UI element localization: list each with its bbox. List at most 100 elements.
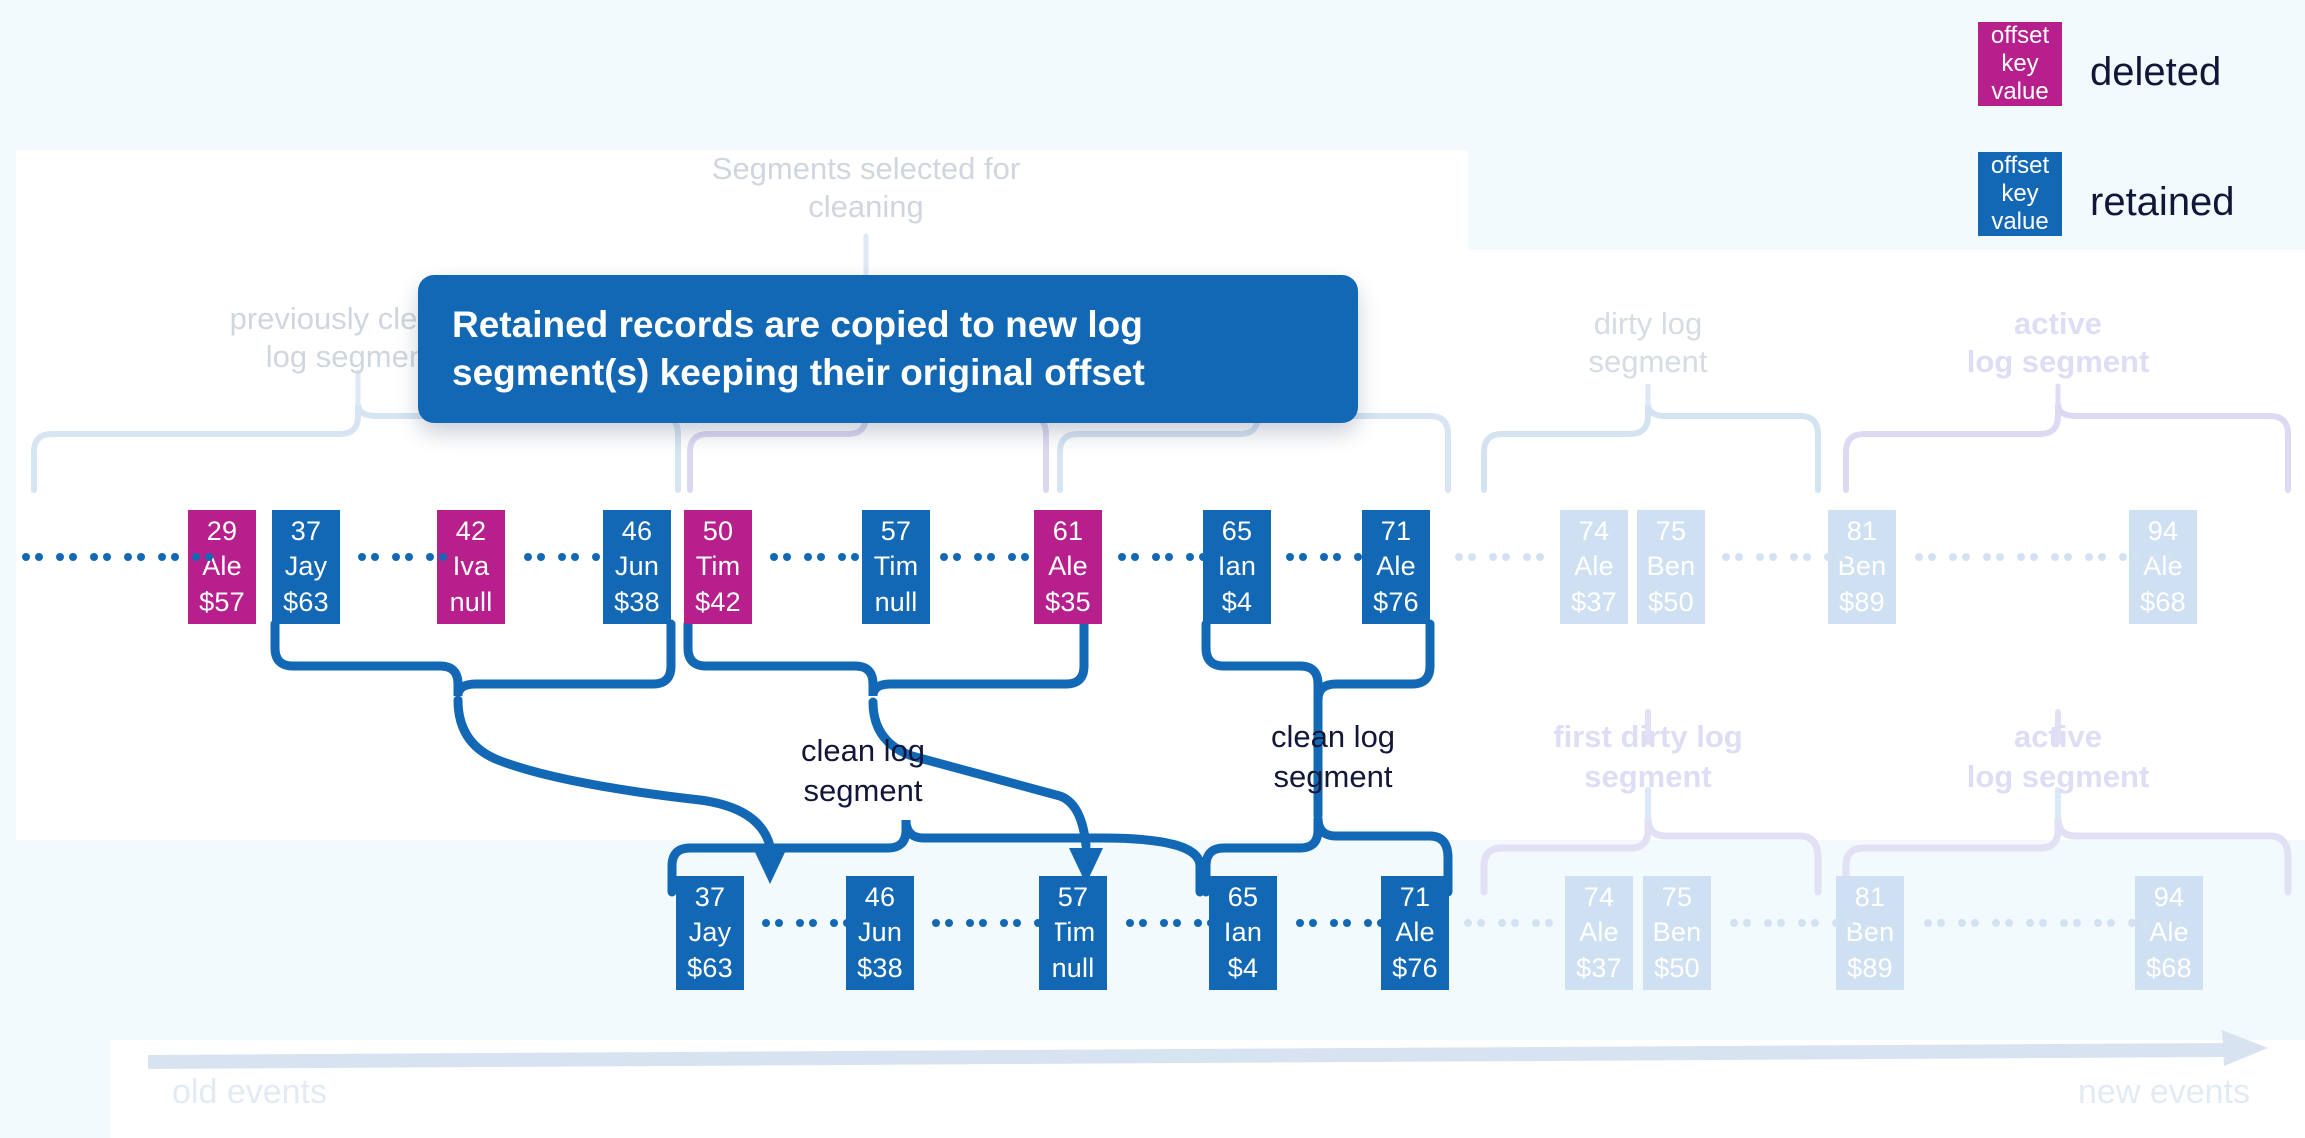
label-old-events: old events [172,1073,327,1111]
record-value: $89 [1839,586,1885,617]
record-value: $50 [1654,952,1700,983]
record-key: Ben [1646,551,1696,582]
legend-swatch-line-0: offset [1990,22,2050,50]
record-value: $68 [2140,586,2186,617]
record-value: $37 [1571,586,1617,617]
label-clean-log-2-line1: clean log [1270,719,1396,754]
label-active-log-top-line1: active [2014,306,2102,341]
record-offset: 74 [1583,882,1615,913]
record-key: Ian [1217,551,1257,582]
label-clean-log-1-line2: segment [803,773,923,808]
record-offset: 81 [1854,882,1886,913]
record-key: Tim [695,551,741,582]
legend-swatch-line-0: offset [1990,152,2050,180]
label-clean-log-1-line1: clean log [800,733,926,768]
timeline-arrow [147,1030,2268,1069]
record-offset: 46 [864,882,896,913]
ellipsis-dots [1722,552,1858,562]
label-first-dirty-line2: segment [1584,759,1712,794]
label-clean-log-2-line2: segment [1273,759,1393,794]
record-offset: 74 [1578,516,1610,547]
ellipsis-dots [1455,552,1557,562]
ellipsis-dots [1296,918,1398,928]
record-offset: 29 [206,516,238,547]
record-offset: 71 [1399,882,1431,913]
label-dirty-log-line1: dirty log [1593,306,1703,341]
label-segments-selected: Segments selected for cleaning [711,151,1021,224]
record-value: $42 [695,586,741,617]
record-key: Ben [1652,917,1702,948]
ellipsis-dots [524,552,626,562]
record-key: Ale [1048,551,1088,582]
ellipsis-dots [1924,918,2196,928]
record-value: $35 [1045,586,1091,617]
label-active-log-bottom-line2: log segment [1966,759,2150,794]
record-offset: 37 [290,516,322,547]
record-key: Jun [614,551,660,582]
ellipsis-dots [770,552,872,562]
record-key: Ian [1223,917,1263,948]
record-offset: 65 [1227,882,1259,913]
record-offset: 94 [2153,882,2185,913]
record-value: $38 [857,952,903,983]
ellipsis-dots [1464,918,1566,928]
ellipsis-dots [762,918,864,928]
record-value: $4 [1221,586,1253,617]
legend-swatch-line-2: value [1991,207,2049,235]
record-offset: 94 [2147,516,2179,547]
label-first-dirty-line1: first dirty log [1553,719,1743,754]
record-key: Tim [873,551,919,582]
record-value: $37 [1576,952,1622,983]
ellipsis-dots [358,552,460,562]
record-value: $38 [614,586,660,617]
record-value: $76 [1392,952,1438,983]
record-key: Ale [1579,917,1619,948]
record-offset: 75 [1655,516,1687,547]
record-offset: 50 [702,516,734,547]
callout-line-1: Retained records are copied to new log [452,304,1143,345]
record-offset: 81 [1846,516,1878,547]
record-value: $89 [1847,952,1893,983]
callout-box: Retained records are copied to new log s… [418,275,1358,424]
record-value: $4 [1227,952,1259,983]
ellipsis-dots [1126,918,1228,928]
record-value: null [1051,952,1095,983]
record-key: Jay [688,917,732,948]
record-value: $68 [2146,952,2192,983]
ellipsis-dots [1915,552,2187,562]
record-value: $63 [687,952,733,983]
record-offset: 61 [1052,516,1084,547]
ellipsis-dots [22,552,226,562]
record-offset: 75 [1661,882,1693,913]
record-value: null [874,586,918,617]
record-key: Ben [1837,551,1887,582]
ellipsis-dots [1286,552,1388,562]
record-key: Jun [857,917,903,948]
record-key: Jay [284,551,328,582]
record-key: Ale [1376,551,1416,582]
record-offset: 57 [880,516,912,547]
record-offset: 46 [621,516,653,547]
record-offset: 65 [1221,516,1253,547]
